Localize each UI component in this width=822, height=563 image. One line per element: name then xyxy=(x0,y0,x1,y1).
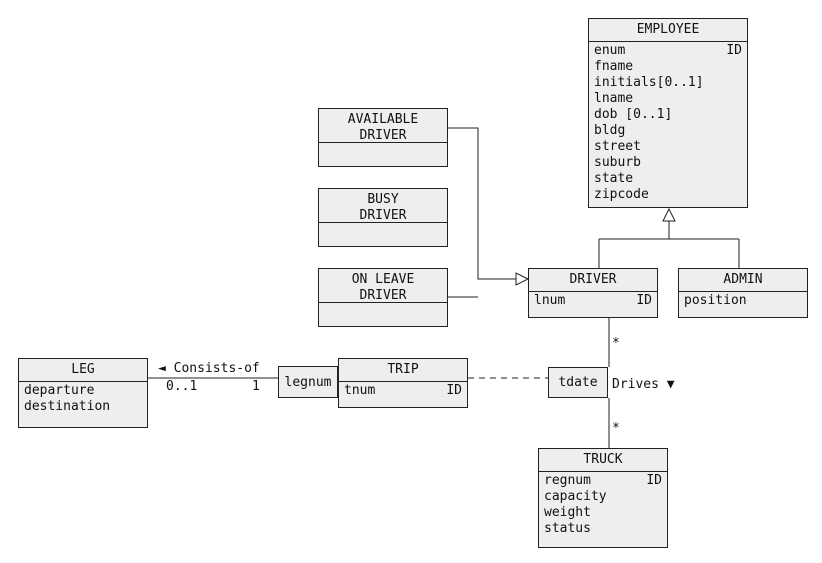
attribute-name: lname xyxy=(594,91,634,106)
attribute-name: zipcode xyxy=(594,187,649,202)
attribute-name: regnum xyxy=(544,473,591,488)
attribute-row: destination xyxy=(24,399,142,415)
attribute-name: initials[0..1] xyxy=(594,75,704,90)
class-employee-attributes: enum ID fname initials[0..1] lname dob [0… xyxy=(589,42,747,205)
attribute-name: status xyxy=(544,521,591,536)
class-name-line: DRIVER xyxy=(359,208,407,223)
generalization-arrowhead-employee xyxy=(662,207,676,222)
attribute-name: tnum xyxy=(344,383,376,398)
attribute-row: weight xyxy=(544,505,662,521)
class-on-leave-driver-name: ON LEAVE DRIVER xyxy=(319,269,447,303)
class-on-leave-driver: ON LEAVE DRIVER xyxy=(318,268,448,327)
attribute-row: status xyxy=(544,521,662,537)
class-admin-name: ADMIN xyxy=(679,269,807,292)
qualifier-legnum: legnum xyxy=(278,366,338,398)
class-available-driver: AVAILABLE DRIVER xyxy=(318,108,448,167)
class-admin-attributes: position xyxy=(679,292,807,311)
attribute-row: fname xyxy=(594,59,742,75)
attribute-name: weight xyxy=(544,505,591,520)
class-driver-attributes: lnum ID xyxy=(529,292,657,311)
attribute-name: dob [0..1] xyxy=(594,107,673,122)
attribute-name: state xyxy=(594,171,634,186)
class-trip: TRIP tnum ID xyxy=(338,358,468,408)
multiplicity-driver: * xyxy=(612,336,620,351)
attribute-id-tag: ID xyxy=(636,293,652,308)
qualifier-tdate: tdate xyxy=(548,367,608,398)
class-busy-driver: BUSY DRIVER xyxy=(318,188,448,247)
association-label-drives: Drives ▼ xyxy=(612,377,675,392)
attribute-name: position xyxy=(684,293,747,308)
class-available-driver-name: AVAILABLE DRIVER xyxy=(319,109,447,143)
class-name-line: AVAILABLE xyxy=(347,112,419,127)
attribute-row: dob [0..1] xyxy=(594,107,742,123)
class-leg: LEG departure destination xyxy=(18,358,148,428)
attribute-row: regnum ID xyxy=(544,473,662,489)
attribute-row: tnum ID xyxy=(344,383,462,399)
attribute-name: capacity xyxy=(544,489,607,504)
class-truck: TRUCK regnum ID capacity weight status xyxy=(538,448,668,548)
class-busy-driver-name: BUSY DRIVER xyxy=(319,189,447,223)
attribute-name: street xyxy=(594,139,641,154)
attribute-row: capacity xyxy=(544,489,662,505)
class-name-line: BUSY xyxy=(367,192,399,207)
class-truck-attributes: regnum ID capacity weight status xyxy=(539,472,667,539)
class-trip-name: TRIP xyxy=(339,359,467,382)
class-trip-attributes: tnum ID xyxy=(339,382,467,401)
multiplicity-trip: 1 xyxy=(252,379,260,394)
attribute-name: destination xyxy=(24,399,111,414)
class-name-line: DRIVER xyxy=(359,288,407,303)
association-label-consists-of: ◄ Consists-of xyxy=(158,361,260,376)
class-name-line: DRIVER xyxy=(359,128,407,143)
attribute-row: initials[0..1] xyxy=(594,75,742,91)
attribute-name: lnum xyxy=(534,293,566,308)
generalization-line-available-driver xyxy=(448,127,516,280)
class-name-line: ON LEAVE xyxy=(351,272,415,287)
attribute-name: suburb xyxy=(594,155,641,170)
attribute-row: position xyxy=(684,293,802,309)
class-truck-name: TRUCK xyxy=(539,449,667,472)
attribute-row: suburb xyxy=(594,155,742,171)
attribute-id-tag: ID xyxy=(726,43,742,58)
class-employee-name: EMPLOYEE xyxy=(589,19,747,42)
class-leg-attributes: departure destination xyxy=(19,382,147,417)
attribute-id-tag: ID xyxy=(446,383,462,398)
attribute-row: lnum ID xyxy=(534,293,652,309)
class-employee: EMPLOYEE enum ID fname initials[0..1] lna… xyxy=(588,18,748,208)
multiplicity-truck: * xyxy=(612,421,620,436)
class-admin: ADMIN position xyxy=(678,268,808,318)
attribute-row: enum ID xyxy=(594,43,742,59)
attribute-name: fname xyxy=(594,59,634,74)
attribute-name: bldg xyxy=(594,123,626,138)
attribute-name: departure xyxy=(24,383,95,398)
class-driver-name: DRIVER xyxy=(529,269,657,292)
attribute-row: zipcode xyxy=(594,187,742,203)
multiplicity-leg: 0..1 xyxy=(166,379,198,394)
class-leg-name: LEG xyxy=(19,359,147,382)
class-driver: DRIVER lnum ID xyxy=(528,268,658,318)
attribute-row: lname xyxy=(594,91,742,107)
attribute-row: departure xyxy=(24,383,142,399)
attribute-name: enum xyxy=(594,43,626,58)
attribute-row: bldg xyxy=(594,123,742,139)
attribute-row: street xyxy=(594,139,742,155)
generalization-arrowhead-driver xyxy=(515,272,530,286)
attribute-id-tag: ID xyxy=(646,473,662,488)
attribute-row: state xyxy=(594,171,742,187)
